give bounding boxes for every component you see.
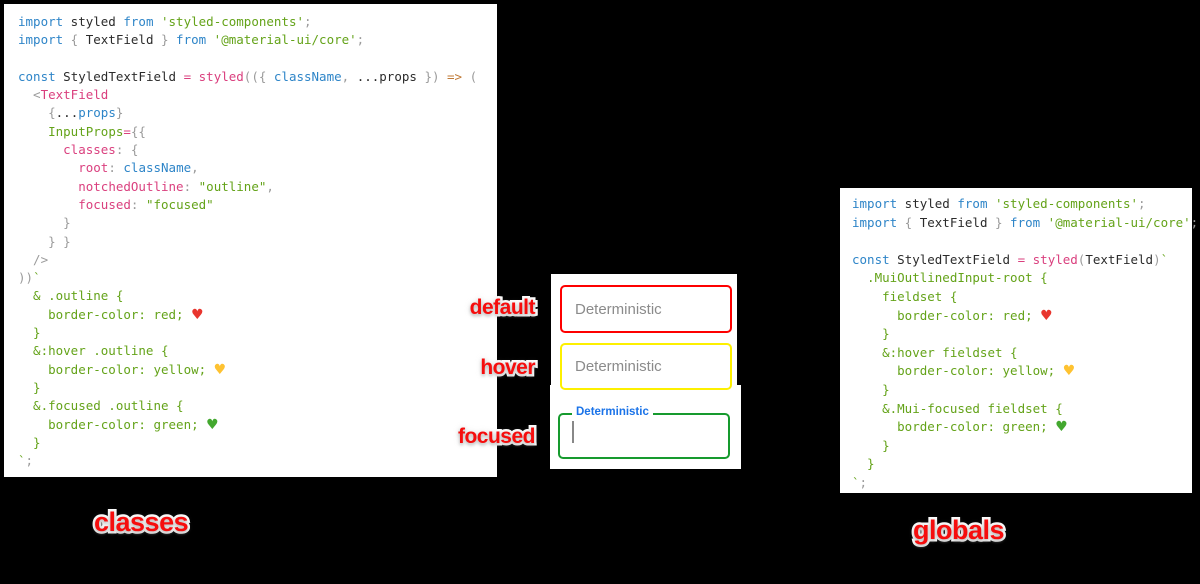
code-line: border-color: red; ♥ xyxy=(852,307,1053,324)
code-line: import { TextField } from '@material-ui/… xyxy=(18,32,365,48)
annotation-hover: hover xyxy=(478,354,538,382)
code-line: import styled from 'styled-components'; xyxy=(852,196,1146,211)
globals-code-panel: import styled from 'styled-components'; i… xyxy=(840,188,1199,493)
code-line: root: className, xyxy=(78,160,199,176)
yellow-heart-icon: ♥ xyxy=(213,361,227,378)
code-line: &:hover fieldset { xyxy=(852,344,1018,360)
code-line: } xyxy=(852,437,890,453)
code-line: `; xyxy=(852,474,868,490)
code-line: .MuiOutlinedInput-root { xyxy=(852,270,1048,286)
code-line: border-color: yellow; ♥ xyxy=(852,363,1076,380)
annotation-default: default xyxy=(467,294,538,322)
code-line: } xyxy=(18,434,41,450)
code-line: border-color: green; ♥ xyxy=(18,416,219,433)
code-line: import { TextField } from '@material-ui/… xyxy=(852,214,1199,230)
textfield-default-placeholder: Deterministic xyxy=(575,300,662,318)
code-line: import styled from 'styled-components'; xyxy=(18,14,312,29)
annotation-focused: focused xyxy=(455,423,538,451)
code-line: } xyxy=(852,456,875,472)
code-line: } } xyxy=(18,233,71,249)
annotation-globals: globals xyxy=(910,513,1007,548)
code-line: InputProps={{ xyxy=(48,123,146,139)
code-line: border-color: red; ♥ xyxy=(18,306,204,323)
code-line: const StyledTextField = styled(TextField… xyxy=(852,251,1169,267)
textfield-hover[interactable]: Deterministic xyxy=(560,343,732,390)
code-line: border-color: yellow; ♥ xyxy=(18,361,227,378)
code-line xyxy=(852,232,1192,251)
code-line: classes: { xyxy=(63,142,139,158)
code-line: } xyxy=(18,325,41,341)
textfield-focused[interactable] xyxy=(558,413,730,459)
code-line: & .outline { xyxy=(18,288,124,304)
yellow-heart-icon: ♥ xyxy=(1062,363,1076,380)
code-line: /> xyxy=(18,251,49,267)
code-line xyxy=(18,50,497,68)
code-line: const StyledTextField = styled(({ classN… xyxy=(18,68,478,84)
red-heart-icon: ♥ xyxy=(191,306,204,323)
code-line: <TextField xyxy=(18,87,109,103)
textfield-hover-placeholder: Deterministic xyxy=(575,358,662,375)
code-line: } xyxy=(18,215,71,231)
textfield-focused-floating-label: Deterministic xyxy=(572,406,653,418)
code-line: ))` xyxy=(18,270,41,286)
text-cursor xyxy=(572,421,574,443)
code-line: fieldset { xyxy=(852,288,958,304)
annotation-classes: classes xyxy=(91,505,191,540)
red-heart-icon: ♥ xyxy=(1040,307,1053,324)
classes-code-panel: import styled from 'styled-components'; i… xyxy=(4,4,497,477)
code-line: &.Mui-focused fieldset { xyxy=(852,400,1063,416)
code-line: } xyxy=(852,326,890,342)
code-line: `; xyxy=(18,453,34,469)
textfield-default[interactable]: Deterministic xyxy=(560,285,732,333)
green-heart-icon: ♥ xyxy=(1055,419,1068,436)
green-heart-icon: ♥ xyxy=(206,416,219,433)
code-line: notchedOutline: "outline", xyxy=(78,178,274,194)
code-line: border-color: green; ♥ xyxy=(852,419,1068,436)
code-line: {...props} xyxy=(18,105,124,121)
code-line: } xyxy=(18,379,41,395)
code-line: &:hover .outline { xyxy=(18,343,169,359)
code-line: } xyxy=(852,381,890,397)
code-line: focused: "focused" xyxy=(78,196,214,212)
code-line: &.focused .outline { xyxy=(18,398,184,414)
